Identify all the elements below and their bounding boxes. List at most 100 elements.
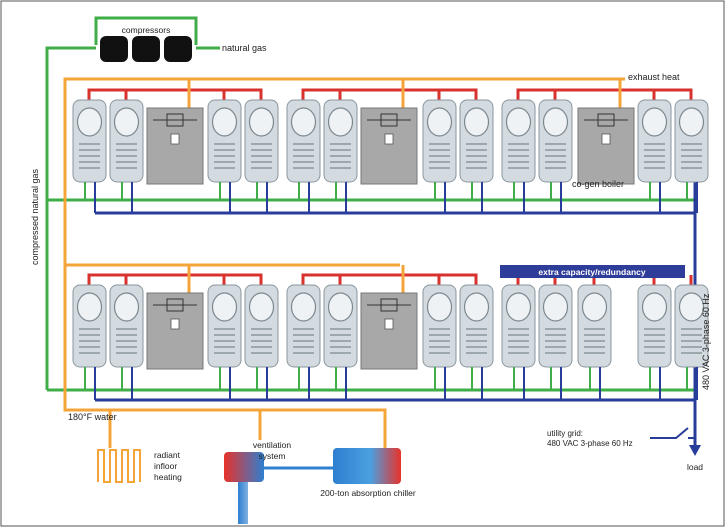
turbine-intake-icon — [113, 107, 140, 137]
microturbine-unit — [538, 275, 573, 400]
ventilation-duct — [238, 482, 248, 524]
hot-exhaust-line — [301, 273, 478, 285]
ventilation-label-line2: system — [259, 451, 286, 461]
exhaust-heat-label: exhaust heat — [628, 72, 680, 82]
cogen-boiler-label: co-gen boiler — [572, 179, 624, 189]
turbine-intake-icon — [463, 107, 490, 137]
turbine-intake-icon — [76, 107, 103, 137]
cogen-boiler-unit — [360, 265, 418, 370]
equipment-row-2 — [72, 265, 709, 400]
microturbine-unit — [459, 275, 494, 400]
exhaust-heat-lines — [63, 77, 625, 448]
turbine-intake-icon — [327, 107, 354, 137]
microturbine-unit — [207, 275, 242, 400]
water-temp-label: 180°F water — [68, 412, 117, 422]
compressors-label: compressors — [122, 25, 171, 35]
ventilation-label-line1: ventilation — [253, 440, 292, 450]
microturbine-unit — [501, 275, 536, 400]
hot-exhaust-line — [301, 88, 478, 100]
microturbine-unit — [72, 275, 107, 400]
absorption-chiller-unit — [333, 448, 401, 484]
turbine-intake-icon — [641, 107, 668, 137]
radiant-label-line2: infloor — [154, 461, 177, 471]
microturbine-unit — [109, 90, 144, 213]
microturbine-unit — [577, 275, 612, 400]
turbine-intake-icon — [542, 292, 569, 322]
gas-lines — [45, 16, 695, 392]
boiler-body — [360, 107, 418, 185]
boiler-body — [146, 292, 204, 370]
utility-switch-icon — [650, 427, 689, 439]
turbine-intake-icon — [505, 292, 532, 322]
turbine-intake-icon — [248, 292, 275, 322]
hot-exhaust-line — [87, 273, 263, 285]
microturbine-unit — [501, 90, 536, 213]
microturbine-unit — [674, 90, 709, 213]
cogen-boiler-unit — [146, 79, 204, 185]
radiant-label-line3: heating — [154, 472, 182, 482]
cogen-boiler-unit — [360, 79, 418, 185]
turbine-intake-icon — [248, 107, 275, 137]
microturbine-unit — [244, 90, 279, 213]
turbine-intake-icon — [426, 107, 453, 137]
compressed-gas-trunk-line — [45, 46, 96, 390]
load-label: load — [687, 462, 703, 472]
microturbine-unit — [459, 90, 494, 213]
turbine-intake-icon — [426, 292, 453, 322]
microturbine-unit — [286, 90, 321, 213]
microturbine-unit — [637, 275, 672, 400]
utility-label-line2: 480 VAC 3-phase 60 Hz — [547, 439, 633, 448]
microturbine-unit — [244, 275, 279, 400]
radiant-heating-coil — [97, 449, 141, 483]
microturbine-unit — [109, 275, 144, 400]
microturbine-unit — [323, 90, 358, 213]
turbine-intake-icon — [641, 292, 668, 322]
turbine-intake-icon — [211, 292, 238, 322]
hot-exhaust-line — [87, 88, 263, 100]
boiler-gauge-icon — [170, 133, 180, 145]
hot-exhaust-line — [516, 88, 693, 100]
natural-gas-label: natural gas — [222, 43, 267, 53]
compressors-group: compressors — [100, 25, 192, 62]
boiler-gauge-icon — [384, 318, 394, 330]
turbine-intake-icon — [76, 292, 103, 322]
boiler-gauge-icon — [384, 133, 394, 145]
boiler-gauge-icon — [170, 318, 180, 330]
compressor-unit — [100, 36, 128, 62]
compressed-natural-gas-label: compressed natural gas — [30, 168, 40, 265]
turbine-intake-icon — [678, 292, 705, 322]
turbine-intake-icon — [327, 292, 354, 322]
boiler-body — [146, 107, 204, 185]
boiler-body — [577, 107, 635, 185]
turbine-intake-icon — [463, 292, 490, 322]
microturbine-unit — [286, 275, 321, 400]
microturbine-unit — [422, 90, 457, 213]
absorption-chiller-label: 200-ton absorption chiller — [320, 488, 416, 498]
turbine-intake-icon — [290, 292, 317, 322]
microturbine-unit — [207, 90, 242, 213]
microturbine-unit — [323, 275, 358, 400]
equipment-row-1 — [72, 79, 709, 213]
radiant-label-line1: radiant — [154, 450, 181, 460]
microturbine-unit — [538, 90, 573, 213]
utility-label-line1: utility grid: — [547, 429, 583, 438]
turbine-intake-icon — [581, 292, 608, 322]
hot-water-trunk-line — [63, 77, 625, 448]
microturbine-unit — [422, 275, 457, 400]
turbine-intake-icon — [211, 107, 238, 137]
turbine-intake-icon — [290, 107, 317, 137]
ventilation-unit — [224, 452, 264, 482]
boiler-body — [360, 292, 418, 370]
turbine-intake-icon — [505, 107, 532, 137]
load-arrow-icon — [689, 445, 701, 456]
turbine-intake-icon — [542, 107, 569, 137]
vac-output-label: 480 VAC 3-phase 60 Hz — [701, 293, 711, 390]
microturbine-unit — [637, 90, 672, 213]
turbine-intake-icon — [113, 292, 140, 322]
microturbine-unit — [72, 90, 107, 213]
compressor-loop-line — [94, 16, 198, 45]
microturbine-unit — [674, 275, 709, 400]
